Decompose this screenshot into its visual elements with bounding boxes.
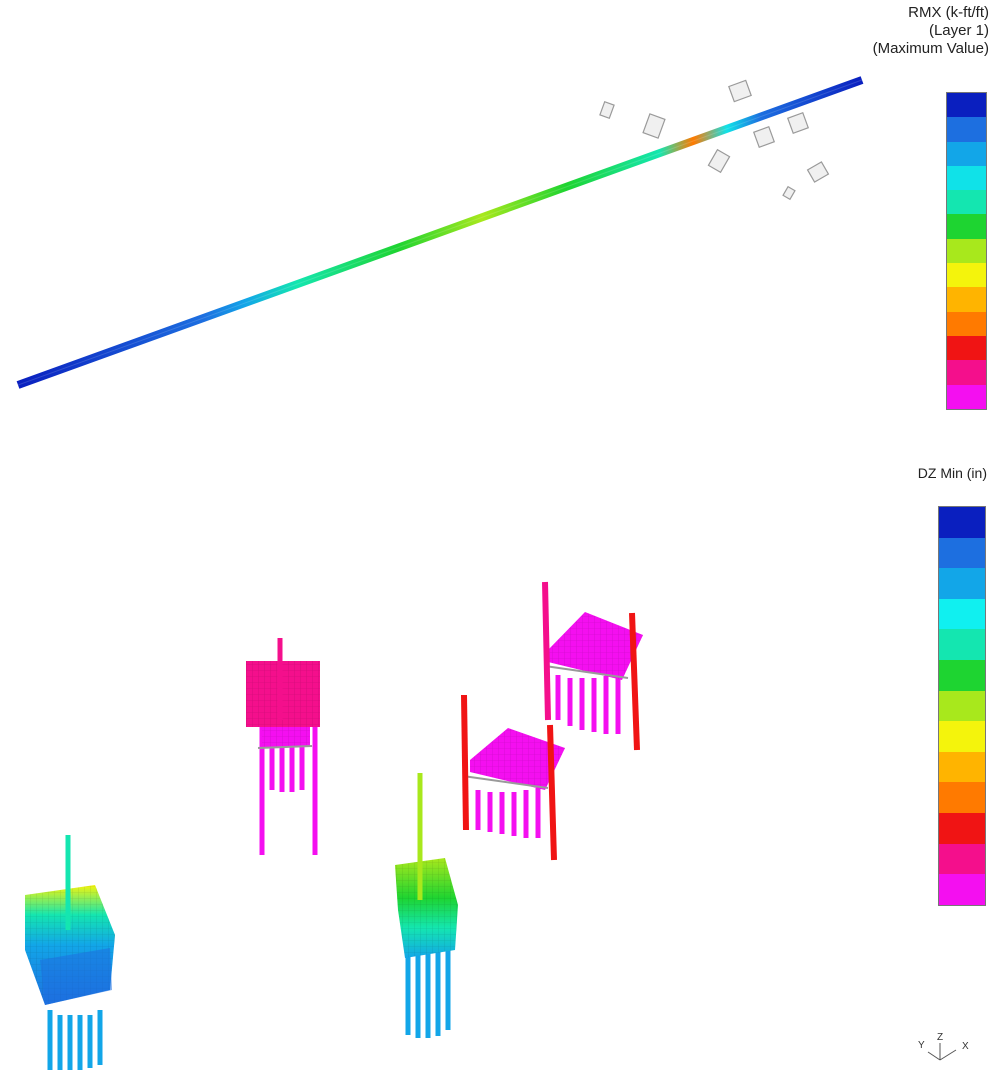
rmx-contour-view: RMX (k-ft/ft) (Layer 1) (Maximum Value)	[0, 0, 997, 430]
pier-outlines	[599, 79, 830, 201]
rmx-legend-swatch-4	[947, 165, 986, 191]
pier-group-2	[246, 638, 320, 855]
deck-strip-plot	[16, 76, 864, 389]
rmx-color-scale	[946, 92, 987, 410]
pier-foundations-plot	[25, 581, 957, 1070]
rmx-legend-title: RMX (k-ft/ft) (Layer 1) (Maximum Value)	[873, 4, 989, 58]
axis-label-y: Y	[918, 1040, 925, 1051]
dz-legend-swatch-6	[939, 660, 985, 691]
pier-group-4	[461, 694, 565, 861]
dz-legend-swatch-12	[939, 843, 985, 875]
rmx-legend-swatch-8	[947, 263, 986, 288]
pier-group-1	[25, 835, 115, 1070]
dz-legend-title: DZ Min (in)	[917, 465, 987, 481]
dz-legend-swatch-13	[939, 874, 985, 905]
rmx-legend-swatch-9	[947, 287, 986, 312]
axis-triad	[927, 1043, 957, 1061]
axis-label-x: X	[962, 1041, 969, 1052]
rmx-legend-swatch-3	[947, 141, 986, 166]
dz-legend-swatch-1	[939, 507, 985, 538]
dz-legend-swatch-5	[939, 629, 985, 661]
dz-legend-swatch-9	[939, 751, 985, 783]
dz-legend-swatch-2	[939, 537, 985, 569]
dz-legend-swatch-11	[939, 813, 985, 844]
rmx-legend-swatch-6	[947, 214, 986, 239]
dz-color-scale	[938, 506, 986, 906]
rmx-legend-swatch-5	[947, 190, 986, 215]
deck-strip	[16, 76, 864, 389]
axis-label-z: Z	[937, 1032, 944, 1043]
dz-contour-view: DZ Min (in) Y Z X	[0, 430, 997, 1075]
rmx-legend-swatch-2	[947, 117, 986, 142]
rmx-legend-swatch-13	[947, 384, 986, 409]
rmx-legend-swatch-11	[947, 335, 986, 361]
rmx-legend-swatch-7	[947, 238, 986, 264]
rmx-legend-swatch-10	[947, 311, 986, 336]
dz-legend-swatch-4	[939, 598, 985, 630]
dz-legend-swatch-3	[939, 568, 985, 599]
rmx-legend-swatch-12	[947, 360, 986, 385]
dz-legend-swatch-7	[939, 690, 985, 722]
dz-legend-swatch-10	[939, 782, 985, 814]
rmx-legend-title-line-2: (Layer 1)	[928, 22, 989, 39]
pier-group-5	[542, 581, 643, 751]
rmx-legend-title-line-3: (Maximum Value)	[872, 40, 989, 57]
pier-group-3	[395, 773, 458, 1038]
rmx-legend-title-line-1: RMX (k-ft/ft)	[908, 4, 989, 21]
rmx-legend-swatch-1	[947, 93, 986, 118]
dz-legend-swatch-8	[939, 721, 985, 752]
